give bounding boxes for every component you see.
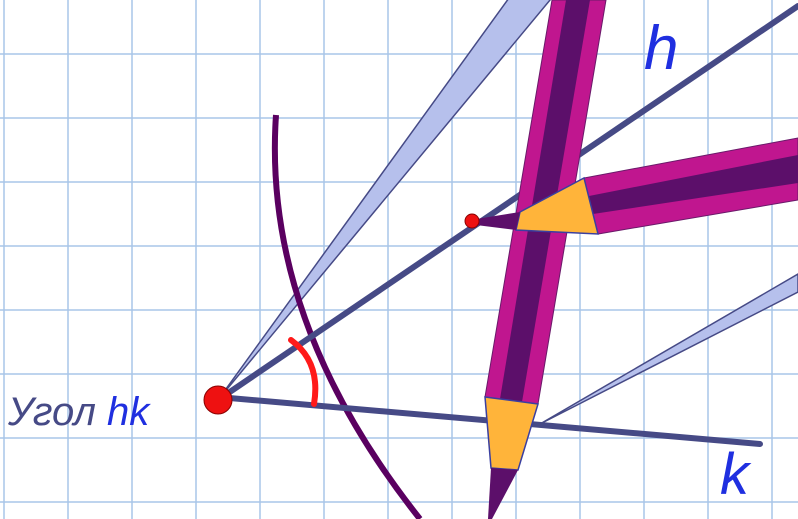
ray-h-label: h: [644, 14, 679, 83]
angle-mark: [288, 337, 319, 407]
angle-caption-name: hk: [107, 390, 150, 434]
angle-caption-prefix: Угол: [8, 390, 108, 434]
construction-arc: [271, 114, 423, 519]
pencil-horizontal: [468, 137, 798, 235]
intersection-point-h: [464, 213, 480, 229]
vertex-point: [203, 385, 233, 415]
ray-k-label: k: [720, 442, 749, 507]
pencil-vertical: [484, 0, 607, 519]
compass-leg-right: [539, 273, 798, 425]
angle-caption: Угол hk: [8, 392, 149, 432]
ray-h-line: [215, 3, 798, 403]
